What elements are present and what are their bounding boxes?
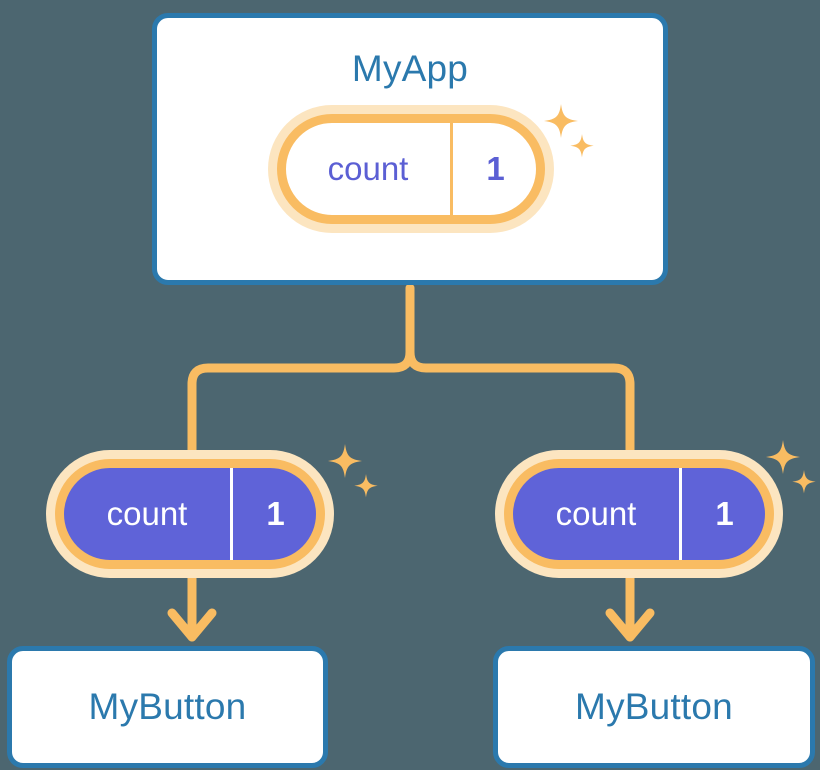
mybutton-left-box: MyButton xyxy=(7,646,328,768)
connector-branch-right xyxy=(405,347,635,457)
state-key-label: count xyxy=(64,468,233,560)
myapp-title: MyApp xyxy=(351,48,469,89)
sparkle-group-left xyxy=(322,444,382,511)
sparkle-four-point-small-icon xyxy=(792,470,816,494)
state-pill-myapp: count 1 xyxy=(277,114,545,224)
sparkle-four-point-small-icon xyxy=(354,474,378,498)
mybutton-right-label: MyButton xyxy=(575,686,733,727)
state-key-label: count xyxy=(286,123,453,215)
arrow-left-head xyxy=(167,608,217,642)
state-pill-mybutton-right: count 1 xyxy=(504,459,774,569)
state-value-label: 1 xyxy=(266,495,285,532)
connector-branch-left xyxy=(187,347,415,457)
arrow-right-head xyxy=(605,608,655,642)
state-key-label: count xyxy=(513,468,682,560)
sparkle-four-point-icon xyxy=(328,444,362,478)
mybutton-right-box: MyButton xyxy=(493,646,815,768)
state-value-label: 1 xyxy=(486,150,505,187)
mybutton-left-label: MyButton xyxy=(88,686,247,727)
sparkle-four-point-icon xyxy=(766,440,800,474)
state-value-label: 1 xyxy=(715,495,734,532)
state-pill-mybutton-left: count 1 xyxy=(55,459,325,569)
